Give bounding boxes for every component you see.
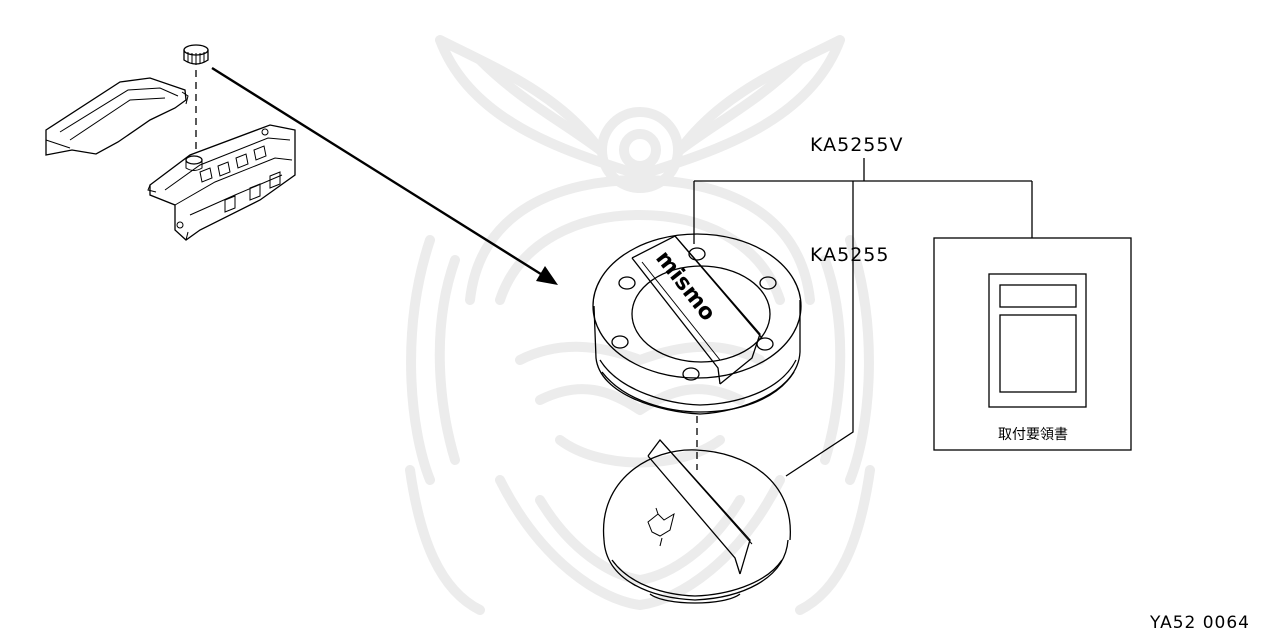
- engine-cylinder-head-drawing: [45, 44, 296, 241]
- diagram-reference-code: YA52 0064: [1149, 613, 1250, 632]
- kit-part-number: KA5255V: [810, 134, 903, 156]
- oil-can-icon: [647, 507, 675, 547]
- instruction-sheet-caption: 取付要領書: [998, 426, 1068, 443]
- cap-part-number: KA5255: [810, 244, 889, 266]
- instruction-sheet-box: [933, 237, 1132, 451]
- stock-oil-filler-cap: [602, 438, 791, 604]
- small-oil-cap: [183, 44, 209, 65]
- pointer-arrow: [211, 66, 558, 285]
- samurai-helmet-watermark: [405, 35, 875, 615]
